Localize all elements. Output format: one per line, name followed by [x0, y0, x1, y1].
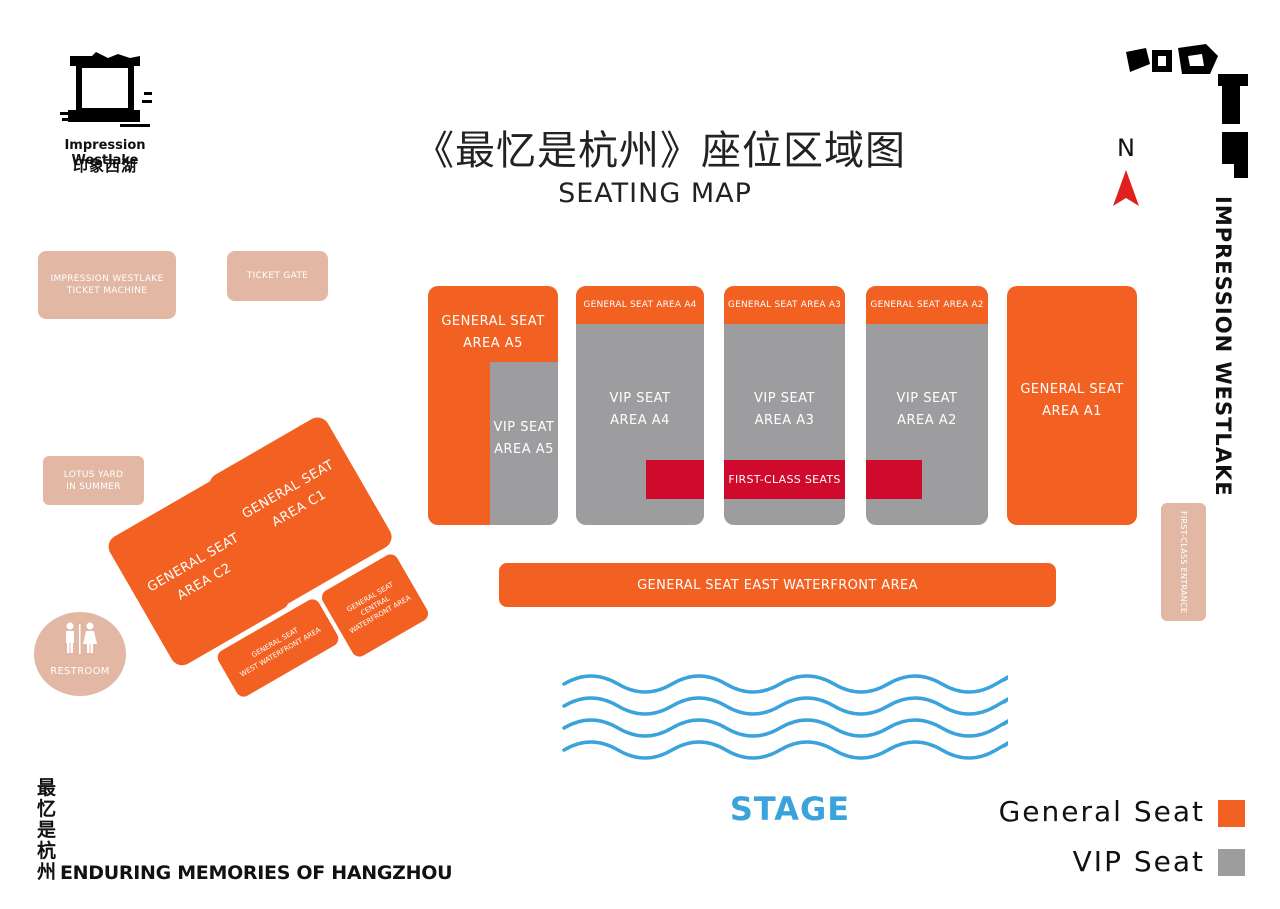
stage-label: STAGE — [729, 790, 851, 828]
vip-seat-area-a3[interactable]: GENERAL SEAT AREA A3 VIP SEAT AREA A3 FI… — [724, 286, 845, 525]
ticket-machine[interactable]: IMPRESSION WESTLAKE TICKET MACHINE — [38, 251, 176, 319]
area-a1-general-label: GENERAL SEAT AREA A1 — [1020, 381, 1124, 419]
first-class-seats-a2[interactable] — [866, 460, 922, 499]
area-c1-label: GENERAL SEAT AREA C1 — [239, 457, 337, 531]
general-seat-area-a2[interactable]: GENERAL SEAT AREA A2 — [866, 286, 988, 324]
central-waterfront-label: GENERAL SEAT CENTRAL WATERFRONT AREA — [345, 580, 413, 635]
footer-cn-char: 州 — [37, 861, 57, 883]
area-a2-header-label: GENERAL SEAT AREA A2 — [870, 300, 984, 310]
area-a3-vip-label: VIP SEAT AREA A3 — [754, 391, 815, 428]
legend-general-label: General Seat — [998, 795, 1205, 828]
logo-mark-icon — [60, 52, 152, 127]
footer-cn-vertical: 最 忆 是 杭 州 — [37, 778, 59, 883]
legend-vip-label: VIP Seat — [1072, 845, 1205, 878]
footer-en: ENDURING MEMORIES OF HANGZHOU — [60, 862, 453, 884]
general-seat-area-a3[interactable]: GENERAL SEAT AREA A3 — [724, 286, 845, 324]
area-a4-header-label: GENERAL SEAT AREA A4 — [583, 300, 697, 310]
footer-cn-char: 忆 — [37, 798, 57, 820]
area-a3-header-label: GENERAL SEAT AREA A3 — [727, 300, 842, 310]
area-a2-vip-label: VIP SEAT AREA A2 — [896, 391, 958, 428]
footer-cn-char: 是 — [37, 819, 57, 841]
vip-seat-area-a4[interactable]: GENERAL SEAT AREA A4 VIP SEAT AREA A4 — [576, 286, 704, 525]
compass-arrow-icon — [1113, 170, 1139, 206]
calligraphy-logo-icon — [1122, 44, 1252, 184]
ticket-gate[interactable]: TICKET GATE — [227, 251, 328, 301]
first-class-seats-a4[interactable] — [646, 460, 704, 499]
compass-north-label: N — [1117, 134, 1135, 162]
legend-vip-swatch — [1218, 849, 1245, 876]
restroom[interactable]: RESTROOM — [34, 612, 126, 696]
lotus-yard[interactable]: LOTUS YARD IN SUMMER — [43, 456, 144, 505]
impression-westlake-logo — [60, 52, 155, 130]
page-title-cn: 《最忆是杭州》座位区域图 — [414, 128, 906, 174]
first-class-entrance[interactable]: FIRST-CLASS ENTRANCE — [1161, 503, 1206, 621]
area-a5-vip-label: VIP SEAT AREA A5 — [493, 420, 555, 457]
stage-water-waves-icon — [560, 672, 1014, 768]
general-seat-area-a1[interactable]: GENERAL SEAT AREA A1 — [1007, 286, 1137, 525]
east-waterfront-label: GENERAL SEAT EAST WATERFRONT AREA — [637, 577, 918, 593]
restroom-label: RESTROOM — [50, 666, 110, 677]
footer-cn-char: 杭 — [37, 840, 57, 862]
general-seat-area-a4[interactable]: GENERAL SEAT AREA A4 — [576, 286, 704, 324]
page-title-en: SEATING MAP — [558, 178, 752, 209]
legend-general-swatch — [1218, 800, 1245, 827]
area-a4-vip-label: VIP SEAT AREA A4 — [609, 391, 671, 428]
logo-text-cn: 印象西湖 — [72, 157, 137, 175]
restroom-icon — [62, 622, 98, 654]
vip-seat-area-a2[interactable]: GENERAL SEAT AREA A2 VIP SEAT AREA A2 — [866, 286, 988, 525]
area-c2-label: GENERAL SEAT AREA C2 — [144, 530, 242, 604]
area-a5-general-label: GENERAL SEAT AREA A5 — [441, 314, 545, 351]
first-class-seats-label: FIRST-CLASS SEATS — [728, 473, 841, 486]
first-class-seats-a3[interactable]: FIRST-CLASS SEATS — [724, 460, 845, 499]
logo-text-en: Impression Westlake — [64, 138, 146, 168]
general-seat-east-waterfront-area[interactable]: GENERAL SEAT EAST WATERFRONT AREA — [499, 563, 1056, 607]
footer-cn-char: 最 — [37, 777, 57, 799]
first-class-entrance-label: FIRST-CLASS ENTRANCE — [1179, 510, 1188, 614]
side-title-vertical: IMPRESSION WESTLAKE — [1211, 196, 1235, 497]
vip-seat-area-a5[interactable]: VIP SEAT AREA A5 — [490, 362, 558, 525]
